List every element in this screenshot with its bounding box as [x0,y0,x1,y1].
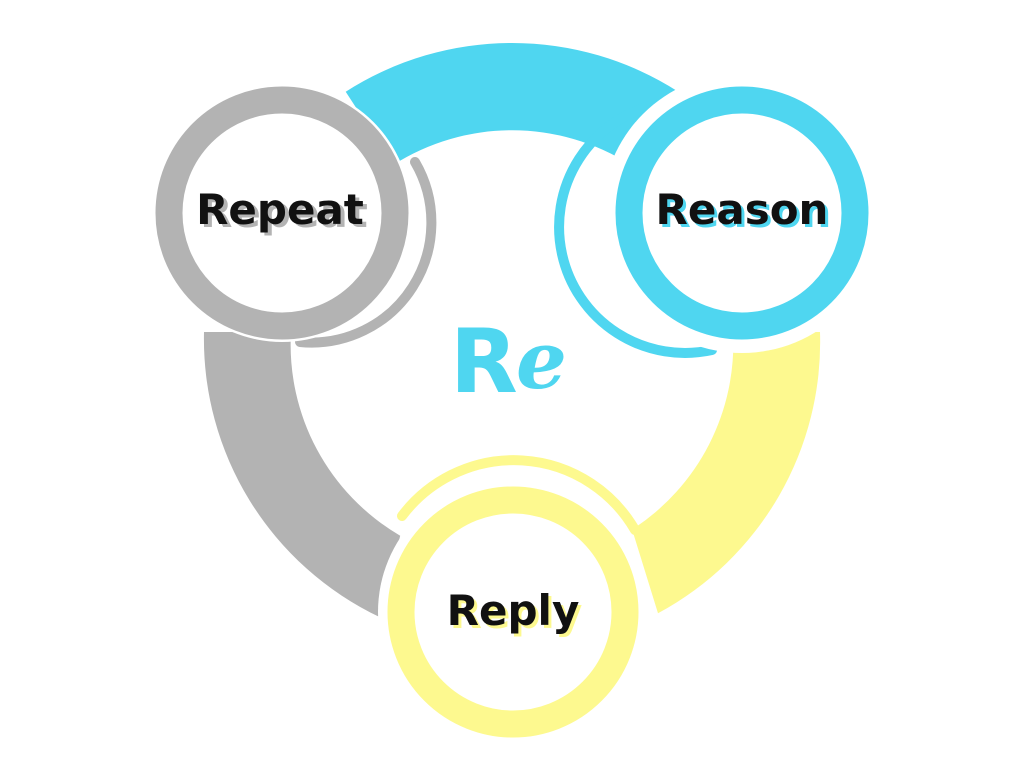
arc-segment-reason-to-reply [632,332,821,614]
repeat-shadow-arc [295,157,437,348]
node-reason: Reason Reason [602,73,882,353]
node-reply: Reply Reply [378,477,648,747]
arc-segment-reply-to-repeat [203,332,401,618]
reply-shadow-arc [397,455,640,535]
repeat-label: Repeat [196,185,364,234]
reason-label-shadow: Reason [659,188,832,237]
reply-label-shadow: Reply [450,589,583,638]
center-letter-e: e [516,313,567,407]
node-repeat: Repeat Repeat [153,84,411,342]
reason-shadow-arc [554,99,717,358]
repeat-label-shadow: Repeat [200,188,368,237]
center-letter-r: R [450,310,518,413]
center-title: R e [450,310,567,413]
reply-label: Reply [447,586,580,635]
reason-label: Reason [656,185,829,234]
